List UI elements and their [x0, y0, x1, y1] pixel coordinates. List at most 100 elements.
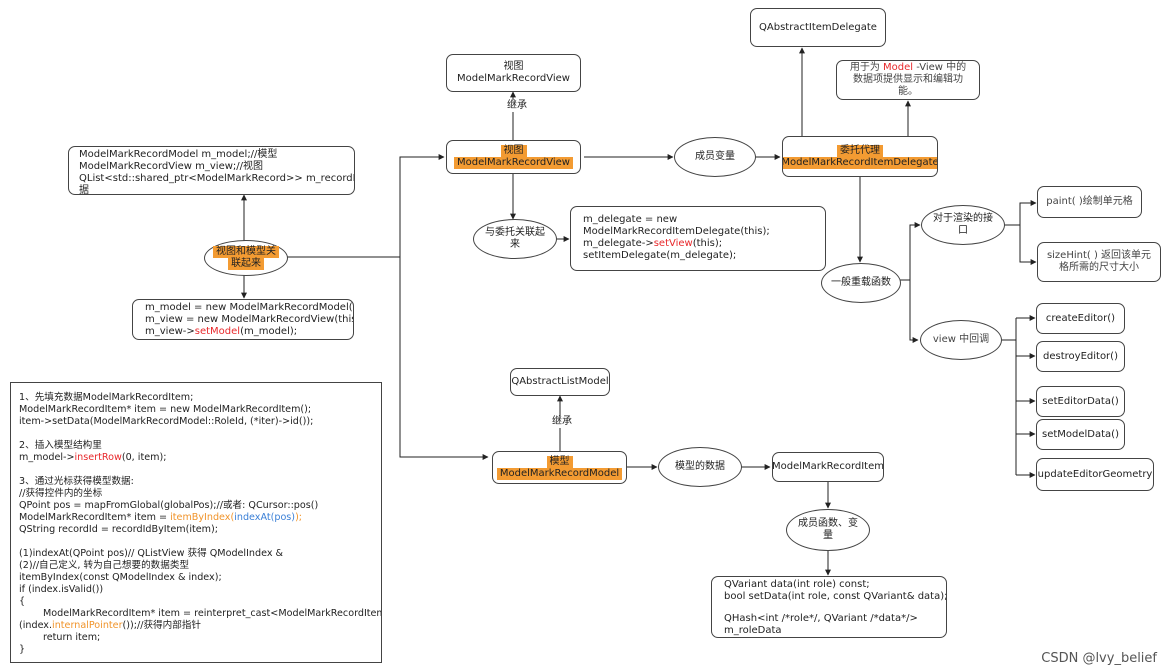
delegate-code-line3c: (this);: [692, 238, 723, 249]
set-model-data-label: setModelData(): [1042, 428, 1119, 440]
item-code-line2: bool setData(int role, const QVariant& d…: [724, 591, 947, 602]
render-interface-node: 对于渲染的接 口: [921, 205, 1005, 245]
inherit-view-label: 继承: [506, 100, 528, 112]
create-editor-label: createEditor(): [1045, 312, 1116, 324]
item-code-box: QVariant data(int role) const; bool setD…: [711, 576, 947, 638]
relate-delegate-line1: 与委托关联起: [485, 227, 545, 238]
model-main-class: ModelMarkRecordModel: [496, 467, 623, 480]
model-data-label: 模型的数据: [675, 461, 725, 472]
view-main-title: 视图: [500, 145, 527, 157]
relate-delegate-node: 与委托关联起 来: [473, 219, 557, 259]
record-item-box: ModelMarkRecordItem: [772, 452, 884, 482]
delegate-code-line1: m_delegate = new: [583, 214, 678, 225]
member-variable-node: 成员变量: [674, 137, 756, 177]
note-indexat: indexAt(pos): [234, 512, 296, 523]
view-top-box: 视图 ModelMarkRecordView: [446, 54, 581, 92]
note-line-05a: m_model->: [19, 452, 75, 463]
watermark: CSDN @lvy_belief: [1041, 651, 1157, 666]
note-line-13: itemByIndex(const QModelIndex & index);: [19, 572, 222, 583]
note-line-11: (1)indexAt(QPoint pos)// QListView 获得 QM…: [19, 548, 284, 559]
model-main-box: 模型 ModelMarkRecordModel: [492, 451, 627, 484]
members-code-line3: QList<std::shared_ptr<ModelMarkRecord>> …: [79, 173, 355, 184]
item-code-line3: QHash<int /*role*/, QVariant /*data*/>: [724, 613, 918, 624]
view-model-relate-node: 视图和模型关 联起来: [204, 240, 288, 276]
member-function-node: 成员函数、变 量: [786, 509, 870, 551]
inherit-model-label: 继承: [551, 416, 573, 428]
note-line-16: ModelMarkRecordItem* item = reinterpret_…: [43, 608, 382, 619]
qabstract-list-model-box: QAbstractListModel: [510, 368, 610, 396]
destroy-editor-label: destroyEditor(): [1043, 350, 1118, 362]
note-line-01: 1、先填充数据ModelMarkRecordItem;: [19, 392, 194, 403]
render-interface-line1: 对于渲染的接: [933, 213, 993, 224]
relate-delegate-line2: 来: [510, 239, 520, 250]
member-variable-label: 成员变量: [695, 151, 735, 162]
init-code-line2: m_view = new ModelMarkRecordView(this);: [145, 314, 354, 325]
note-line-17c: ());//获得内部指针: [122, 620, 202, 631]
record-item-label: ModelMarkRecordItem: [772, 461, 884, 472]
member-function-line2: 量: [823, 530, 833, 541]
create-editor-box: createEditor(): [1036, 303, 1125, 334]
view-callback-label: view 中回调: [932, 334, 990, 345]
init-code-setmodel: setModel: [194, 326, 241, 337]
view-main-box: 视图 ModelMarkRecordView: [446, 140, 581, 174]
delegate-code-line4: setItemDelegate(m_delegate);: [583, 250, 737, 261]
qabstract-item-delegate-box: QAbstractItemDelegate: [750, 8, 886, 47]
set-editor-data-label: setEditorData(): [1042, 395, 1119, 407]
delegate-code-line3a: m_delegate->: [583, 238, 654, 249]
note-line-10: QString recordId = recordIdByItem(item);: [19, 524, 218, 535]
item-code-line1: QVariant data(int role) const;: [724, 579, 870, 590]
note-insertrow: insertRow: [74, 452, 122, 463]
note-line-03: item->setData(ModelMarkRecordModel::Role…: [19, 416, 314, 427]
view-top-class: ModelMarkRecordView: [457, 73, 570, 84]
note-line-07: //获得控件内的坐标: [19, 488, 103, 499]
model-data-node: 模型的数据: [658, 447, 742, 487]
note-line-19: }: [19, 644, 26, 655]
init-code-line1: m_model = new ModelMarkRecordModel(this)…: [145, 302, 353, 313]
qabstract-list-model-label: QAbstractListModel: [511, 376, 609, 387]
delegate-note-post: -View 中的: [916, 62, 967, 73]
members-code-line1: ModelMarkRecordModel m_model;//模型: [79, 149, 278, 160]
model-main-title: 模型: [546, 455, 573, 468]
usage-notes-panel: 1、先填充数据ModelMarkRecordItem; ModelMarkRec…: [10, 382, 382, 663]
note-line-08: QPoint pos = mapFromGlobal(globalPos);//…: [19, 500, 319, 511]
member-function-line1: 成员函数、变: [798, 518, 858, 529]
delegate-note-pre: 用于为: [849, 62, 880, 73]
delegate-code-box: m_delegate = new ModelMarkRecordItemDele…: [570, 206, 826, 271]
update-editor-geometry-label: updateEditorGeometry: [1037, 468, 1153, 480]
delegate-note-model: Model: [883, 62, 914, 73]
set-model-data-box: setModelData(): [1036, 419, 1125, 450]
note-internalpointer: internalPointer: [52, 620, 123, 631]
delegate-main-box: 委托代理 ModelMarkRecordItemDelegate: [782, 136, 938, 177]
delegate-note-line3: 能。: [898, 86, 918, 97]
set-editor-data-box: setEditorData(): [1036, 386, 1125, 417]
members-code-line2: ModelMarkRecordView m_view;//视图: [79, 161, 264, 172]
delegate-note-line2: 数据项提供显示和编辑功: [853, 74, 963, 85]
members-code-line4: 据: [79, 185, 89, 195]
note-line-14: if (index.isValid()): [19, 584, 104, 595]
note-line-06: 3、通过光标获得模型数据:: [19, 476, 134, 487]
members-code-box: ModelMarkRecordModel m_model;//模型 ModelM…: [68, 146, 355, 195]
note-line-15: {: [19, 596, 26, 607]
note-line-18: return item;: [43, 632, 101, 643]
note-line-05c: (0, item);: [121, 452, 167, 463]
delegate-code-setview: setView: [653, 238, 693, 249]
paint-label: paint( )绘制单元格: [1046, 196, 1133, 207]
destroy-editor-box: destroyEditor(): [1036, 341, 1125, 372]
note-line-12: (2)//自己定义, 转为自己想要的数据类型: [19, 560, 190, 571]
view-main-class: ModelMarkRecordView: [454, 157, 573, 169]
init-code-line3c: (m_model);: [240, 326, 298, 337]
view-callback-node: view 中回调: [920, 320, 1002, 360]
note-line-09d: );: [295, 512, 303, 523]
note-line-02: ModelMarkRecordItem* item = new ModelMar…: [19, 404, 312, 415]
render-interface-line2: 口: [958, 225, 968, 236]
note-line-17a: (index.: [19, 620, 53, 631]
sizehint-line1: sizeHint( ) 返回该单元: [1046, 250, 1152, 261]
item-code-line4: m_roleData: [724, 625, 782, 636]
delegate-main-class: ModelMarkRecordItemDelegate: [783, 156, 937, 169]
update-editor-geometry-box: updateEditorGeometry: [1036, 458, 1154, 491]
overload-functions-label: 一般重载函数: [831, 277, 891, 288]
view-top-title: 视图: [503, 61, 524, 72]
paint-box: paint( )绘制单元格: [1037, 186, 1142, 218]
note-line-04: 2、插入模型结构里: [19, 440, 102, 451]
init-code-box: m_model = new ModelMarkRecordModel(this)…: [132, 299, 354, 340]
